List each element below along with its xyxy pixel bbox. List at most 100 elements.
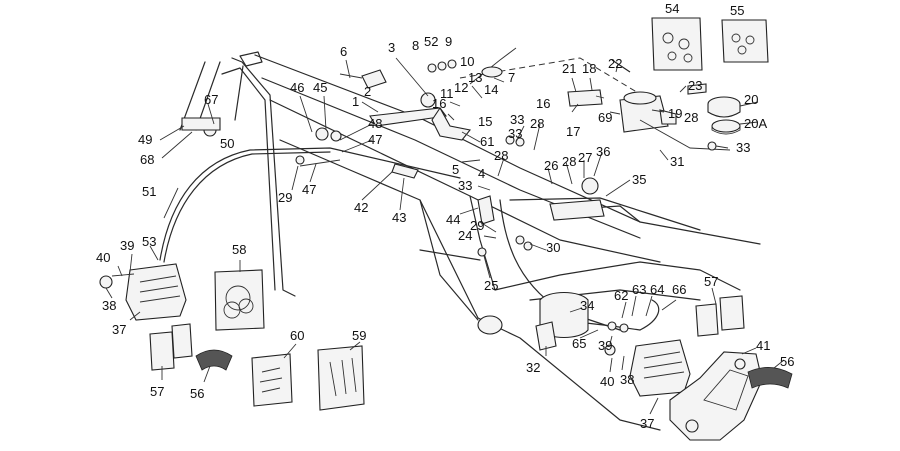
bracket-32 — [535, 321, 557, 351]
label-48: 48 — [368, 116, 382, 131]
label-45: 45 — [313, 80, 327, 95]
label-15: 15 — [478, 114, 492, 129]
swingarm-top — [494, 261, 741, 291]
label-28-b: 28 — [530, 116, 544, 131]
label-39-b: 39 — [598, 338, 612, 353]
nut-25 — [477, 247, 487, 257]
rod-7 — [469, 47, 517, 85]
label-69: 69 — [598, 110, 612, 125]
bolt-47 — [299, 159, 341, 167]
bolt-6 — [339, 73, 363, 79]
label-60: 60 — [290, 328, 304, 343]
label-56-b: 56 — [780, 354, 794, 369]
label-54: 54 — [665, 1, 679, 16]
label-32: 32 — [526, 360, 540, 375]
parts-bag-59 — [317, 345, 365, 411]
head-tube — [234, 65, 244, 121]
swingarm-pivot — [477, 315, 503, 335]
label-35: 35 — [632, 172, 646, 187]
main-rail — [269, 99, 661, 263]
spring-1 — [420, 92, 436, 108]
label-38-a: 38 — [102, 298, 116, 313]
label-59: 59 — [352, 328, 366, 343]
frame — [179, 51, 761, 431]
label-44: 44 — [446, 212, 460, 227]
label-26: 26 — [544, 158, 558, 173]
label-47-b: 47 — [302, 182, 316, 197]
label-39-a: 39 — [120, 238, 134, 253]
label-12: 12 — [454, 80, 468, 95]
label-28-a: 28 — [684, 110, 698, 125]
label-7: 7 — [508, 70, 515, 85]
washer-33 — [707, 141, 717, 151]
label-66: 66 — [672, 282, 686, 297]
brake-pads-57b — [695, 295, 745, 337]
down-tube-inner — [221, 67, 276, 291]
label-41: 41 — [756, 338, 770, 353]
part-number-labels: 54 55 52 8 9 10 11 12 13 7 14 15 16 3 6 … — [96, 1, 794, 431]
bolt-39 — [111, 273, 135, 277]
label-25: 25 — [484, 278, 498, 293]
label-31: 31 — [670, 154, 684, 169]
label-40-a: 40 — [96, 250, 110, 265]
label-33-a: 33 — [736, 140, 750, 155]
label-20A: 20A — [744, 116, 767, 131]
leader-lines — [105, 57, 785, 415]
pedal-arm — [369, 107, 447, 127]
reservoir-cap — [707, 96, 741, 135]
label-38-b: 38 — [620, 372, 634, 387]
label-10: 10 — [460, 54, 474, 69]
label-28-d: 28 — [562, 154, 576, 169]
label-11: 11 — [440, 86, 454, 101]
label-36: 36 — [596, 144, 610, 159]
clamp-49 — [181, 117, 221, 131]
label-34: 34 — [580, 298, 594, 313]
label-62: 62 — [614, 288, 628, 303]
label-55: 55 — [730, 3, 744, 18]
label-63: 63 — [632, 282, 646, 297]
label-4: 4 — [478, 166, 485, 181]
label-5: 5 — [452, 162, 459, 177]
label-42: 42 — [354, 200, 368, 215]
label-37-a: 37 — [112, 322, 126, 337]
top-tube-upper — [254, 54, 761, 245]
label-57-b: 57 — [704, 274, 718, 289]
lower-rail-front — [419, 199, 479, 321]
label-53: 53 — [142, 234, 156, 249]
label-30: 30 — [546, 240, 560, 255]
label-6: 6 — [340, 44, 347, 59]
bracket-21 — [567, 89, 603, 107]
label-1: 1 — [352, 94, 359, 109]
label-28-c: 28 — [494, 148, 508, 163]
subframe-rail — [509, 197, 701, 231]
label-16: 16 — [432, 96, 446, 111]
label-29-b: 29 — [470, 218, 484, 233]
bracket-35 — [549, 199, 605, 221]
down-tube-outer — [231, 57, 296, 297]
label-17: 17 — [566, 124, 580, 139]
bolt-23 — [687, 83, 707, 95]
label-16-b: 16 — [536, 96, 550, 111]
parts-bag-55 — [721, 19, 769, 63]
washer-29 — [295, 155, 305, 165]
label-33-d: 33 — [508, 126, 522, 141]
label-52: 52 — [424, 34, 438, 49]
label-47: 47 — [368, 132, 382, 147]
label-57-a: 57 — [150, 384, 164, 399]
label-56-a: 56 — [190, 386, 204, 401]
bushing-36 — [581, 177, 599, 195]
label-21: 21 — [562, 61, 576, 76]
label-37-b: 37 — [640, 416, 654, 431]
label-14: 14 — [484, 82, 498, 97]
spring-10 — [481, 66, 503, 78]
label-3: 3 — [388, 40, 395, 55]
rear-upright — [469, 195, 496, 291]
label-29-a: 29 — [278, 190, 292, 205]
label-68: 68 — [140, 152, 154, 167]
label-9: 9 — [445, 34, 452, 49]
bleed-nipple-38 — [99, 275, 113, 289]
label-23: 23 — [688, 78, 702, 93]
brake-pedal-assembly — [339, 47, 517, 141]
